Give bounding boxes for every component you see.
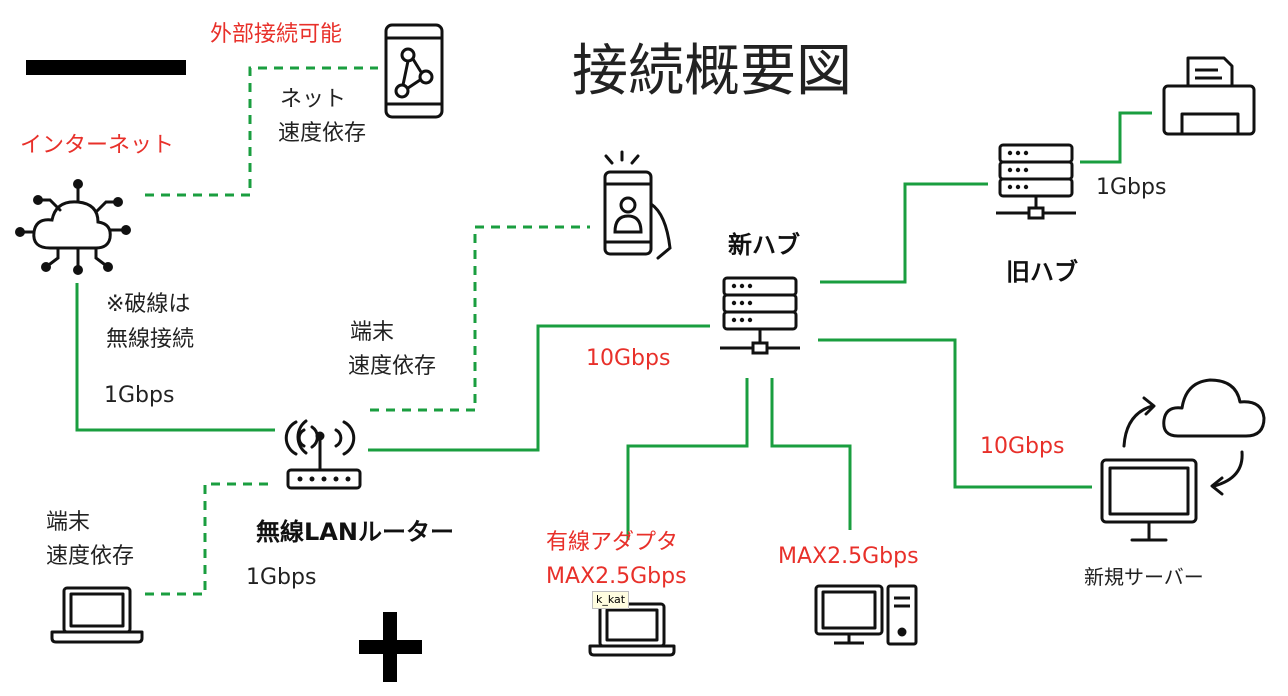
label-dashed-note-2: 無線接続 xyxy=(106,327,195,352)
plus-icon xyxy=(359,612,422,682)
label-external-connect: 外部接続可能 xyxy=(210,22,343,47)
label-old-hub: 旧ハブ xyxy=(1006,258,1078,286)
label-max-desktop: MAX2.5Gbps xyxy=(778,544,919,569)
label-terminal-mid-2: 速度依存 xyxy=(348,354,437,379)
label-speed-1g-oldhub: 1Gbps xyxy=(1096,175,1167,200)
link-newhub-laptop xyxy=(626,378,749,540)
link-newhub-server xyxy=(818,338,1092,489)
link-oldhub-printer xyxy=(1080,111,1152,164)
printer-icon xyxy=(1162,56,1256,136)
link-internet-phone xyxy=(145,66,378,197)
laptop-icon xyxy=(588,602,676,657)
label-net-speed-1: ネット xyxy=(280,87,347,112)
connection-lines xyxy=(75,66,1152,596)
link-router-phone xyxy=(370,225,590,412)
label-speed-10g-router: 10Gbps xyxy=(586,346,671,371)
phone-share-icon xyxy=(384,23,444,119)
link-router-laptop xyxy=(145,482,268,596)
label-terminal-left-2: 速度依存 xyxy=(46,544,135,569)
cloud-sync-monitor-icon xyxy=(1100,378,1266,542)
label-net-speed-2: 速度依存 xyxy=(278,121,367,146)
label-speed-10g-server: 10Gbps xyxy=(980,434,1065,459)
link-router-newhub xyxy=(368,324,710,452)
label-speed-1g-left: 1Gbps xyxy=(104,383,175,408)
label-speed-1g-router: 1Gbps xyxy=(246,565,317,590)
user-tooltip: k_kat xyxy=(592,591,630,609)
cloud-network-icon xyxy=(15,179,131,275)
label-wired-adapter-1: 有線アダプタ xyxy=(546,530,679,555)
label-internet: インターネット xyxy=(20,133,175,158)
label-new-server: 新規サーバー xyxy=(1084,565,1204,589)
server-hub-icon xyxy=(720,276,800,355)
label-terminal-mid-1: 端末 xyxy=(350,320,395,345)
label-new-hub: 新ハブ xyxy=(728,231,800,259)
label-wired-adapter-2: MAX2.5Gbps xyxy=(546,564,687,589)
phone-user-icon xyxy=(603,150,672,260)
link-newhub-oldhub xyxy=(820,182,988,284)
server-hub-icon xyxy=(996,143,1076,220)
wifi-router-icon xyxy=(284,419,362,490)
link-newhub-desktop xyxy=(770,378,852,530)
link-internet-router xyxy=(75,283,275,432)
laptop-icon xyxy=(50,586,144,644)
minus-bar-icon xyxy=(26,60,186,75)
label-wireless-router: 無線LANルーター xyxy=(256,518,454,546)
label-dashed-note-1: ※破線は xyxy=(106,292,191,317)
label-terminal-left-1: 端末 xyxy=(46,510,91,535)
desktop-pc-icon xyxy=(814,584,918,646)
page-title: 接続概要図 xyxy=(572,39,852,104)
